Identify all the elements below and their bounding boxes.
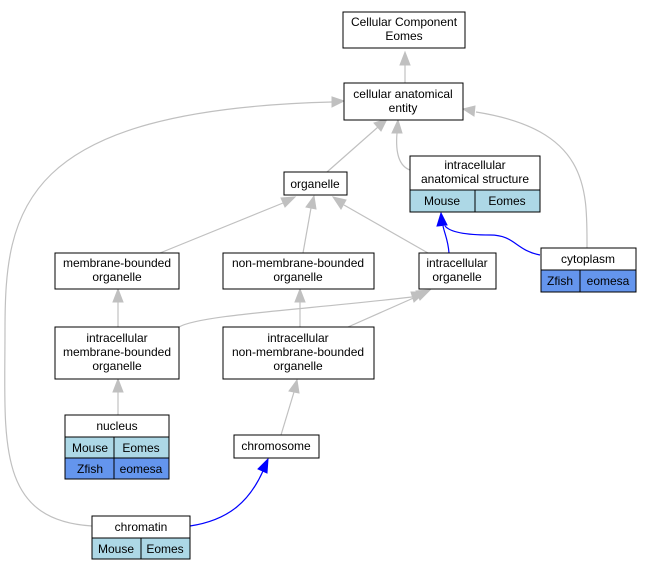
node-non-membrane-bounded-organelle[interactable]: non-membrane-bounded organelle — [222, 252, 375, 290]
arrowhead — [305, 194, 317, 210]
gene-cell: eomesa — [120, 462, 163, 476]
node-chromosome[interactable]: chromosome — [233, 434, 320, 459]
node-label-line: non-membrane-bounded — [232, 256, 364, 270]
edge-cytoplasm-to-ias[interactable] — [444, 225, 541, 256]
edge-nmbo-to-organelle — [302, 207, 312, 254]
node-cytoplasm[interactable]: cytoplasm Zfish eomesa — [540, 247, 637, 293]
arrowhead — [280, 196, 297, 208]
node-label-line: non-membrane-bounded — [232, 345, 364, 359]
node-label-line: organelle — [92, 359, 142, 373]
node-label-line: cellular anatomical — [353, 87, 452, 101]
node-membrane-bounded-organelle[interactable]: membrane-bounded organelle — [54, 252, 180, 290]
gene-cell: Eomes — [146, 542, 183, 556]
arrowhead — [112, 287, 124, 303]
arrowhead — [461, 105, 476, 117]
species-cell: Mouse — [98, 542, 134, 556]
arrowhead — [391, 118, 403, 134]
edge-io-to-organelle — [343, 204, 429, 254]
edges — [4, 50, 588, 527]
arrowhead — [112, 377, 124, 393]
node-label-line: membrane-bounded — [63, 256, 171, 270]
edge-chromatin-to-cae — [4, 101, 333, 527]
node-cellular-component-eomes[interactable]: Cellular Component Eomes — [342, 11, 466, 49]
node-intracellular-non-membrane-bounded-organelle[interactable]: intracellular non-membrane-bounded organ… — [222, 326, 375, 380]
node-intracellular-organelle[interactable]: intracellular organelle — [418, 252, 497, 290]
arrowhead — [288, 378, 300, 394]
node-intracellular-membrane-bounded-organelle[interactable]: intracellular membrane-bounded organelle — [54, 326, 180, 380]
arrowhead — [257, 457, 269, 474]
node-label-line: organelle — [273, 359, 323, 373]
edge-mbo-to-organelle — [159, 202, 284, 254]
edge-chromatin-to-chromosome[interactable] — [189, 470, 264, 527]
node-label-line: intracellular — [444, 158, 505, 172]
node-intracellular-anatomical-structure[interactable]: intracellular anatomical structure Mouse… — [409, 155, 541, 213]
arrowhead — [436, 211, 448, 227]
node-label-line: Eomes — [385, 29, 422, 43]
node-label-line: cytoplasm — [561, 252, 615, 266]
gene-cell: eomesa — [587, 274, 630, 288]
node-label-line: membrane-bounded — [63, 345, 171, 359]
node-label-line: intracellular — [86, 331, 147, 345]
arrowhead — [373, 118, 388, 132]
node-label-line: chromatin — [115, 520, 168, 534]
edge-ias-to-cae — [396, 132, 411, 171]
node-cellular-anatomical-entity[interactable]: cellular anatomical entity — [343, 82, 464, 121]
node-label-line: organelle — [273, 270, 323, 284]
node-nucleus[interactable]: nucleus Mouse Eomes Zfish eomesa — [64, 414, 170, 480]
node-label-line: organelle — [432, 270, 482, 284]
species-cell: Mouse — [72, 441, 108, 455]
nodes: Cellular Component Eomes cellular anatom… — [54, 11, 637, 560]
gene-cell: Eomes — [488, 194, 525, 208]
arrowhead — [331, 196, 347, 210]
species-cell: Zfish — [77, 462, 103, 476]
species-row-zfish — [64, 457, 170, 480]
edge-organelle-to-cae — [326, 126, 379, 173]
node-label-line: nucleus — [96, 419, 137, 433]
node-label-line: intracellular — [267, 331, 328, 345]
node-label-line: organelle — [290, 177, 340, 191]
node-label-line: chromosome — [241, 439, 311, 453]
node-organelle[interactable]: organelle — [283, 171, 348, 196]
species-cell: Zfish — [547, 274, 573, 288]
node-label-line: entity — [389, 101, 418, 115]
edge-chromosome-to-inmbo — [280, 391, 295, 436]
node-chromatin[interactable]: chromatin Mouse Eomes — [91, 515, 191, 560]
node-label-line: organelle — [92, 270, 142, 284]
species-cell: Mouse — [424, 194, 460, 208]
gene-cell: Eomes — [122, 441, 159, 455]
arrowhead — [399, 50, 411, 66]
edge-imbo-to-io — [178, 296, 413, 328]
species-row-zfish — [540, 269, 637, 293]
edge-cytoplasm-to-cae — [475, 111, 588, 249]
node-label-line: intracellular — [426, 256, 487, 270]
edge-inmbo-to-io — [347, 295, 419, 328]
node-label-line: Cellular Component — [351, 15, 458, 29]
arrowhead — [294, 287, 306, 303]
arrowhead — [331, 96, 346, 108]
node-label-line: anatomical structure — [421, 172, 529, 186]
arrowhead — [415, 289, 432, 301]
edge-io-to-ias[interactable] — [442, 225, 450, 254]
